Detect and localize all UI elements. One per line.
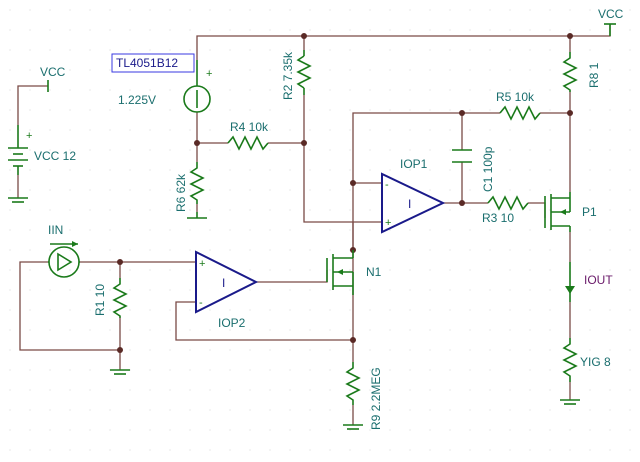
vcc-left-label: VCC <box>40 65 66 79</box>
resistor-yig[interactable]: YIG 8 <box>562 338 611 382</box>
ref-plus-sign: + <box>206 68 212 80</box>
vcc-top-terminal: VCC <box>598 7 624 36</box>
opamp-iop2[interactable]: I + - IOP2 <box>195 250 259 330</box>
battery-plus: + <box>26 130 32 142</box>
ref-voltage-label: 1.225V <box>118 93 156 107</box>
iop2-plus: + <box>199 258 205 270</box>
voltage-source-ref[interactable]: + <box>183 60 212 113</box>
r1-label: R1 10 <box>93 284 107 316</box>
resistor-r1[interactable]: R1 10 <box>93 278 128 318</box>
n1-label: N1 <box>366 265 382 279</box>
r4-label: R4 10k <box>230 120 269 134</box>
tl4051-label: TL4051B12 <box>116 56 178 70</box>
ground-r1 <box>110 369 130 375</box>
resistor-r4[interactable]: R4 10k <box>227 120 269 151</box>
wires <box>17 24 611 425</box>
background-grid <box>9 9 631 451</box>
iop1-minus: - <box>385 179 389 191</box>
c1-label: C1 100p <box>481 146 495 192</box>
transistor-n1[interactable]: N1 <box>326 250 382 295</box>
iop2-minus: - <box>199 297 203 309</box>
resistor-r5[interactable]: R5 10k <box>496 90 541 121</box>
iin-label: IIN <box>48 223 63 237</box>
current-probe-iout[interactable]: IOUT <box>565 262 613 302</box>
resistor-r6[interactable]: R6 62k <box>174 162 205 212</box>
yig-label: YIG 8 <box>580 355 611 369</box>
r2-label: R2 7.35k <box>281 51 295 100</box>
current-source-iin[interactable]: IIN <box>48 223 80 278</box>
tl4051-reference[interactable]: TL4051B12 1.225V <box>111 53 195 107</box>
opamp-iop1[interactable]: I - + IOP1 <box>381 157 446 234</box>
junction-dots <box>117 33 573 353</box>
r6-label: R6 62k <box>174 173 188 212</box>
r9-label: R9 2.2MEG <box>369 367 383 430</box>
ground-r6 <box>187 212 207 219</box>
transistor-p1[interactable]: P1 <box>544 192 597 232</box>
r3-label: R3 10 <box>482 211 514 225</box>
iop1-glyph: I <box>408 197 411 211</box>
ground-battery <box>8 197 28 203</box>
resistor-r2[interactable]: R2 7.35k <box>281 50 312 100</box>
vcc-source-label: VCC 12 <box>34 149 76 163</box>
iout-label: IOUT <box>584 273 613 287</box>
iop2-label: IOP2 <box>218 316 246 330</box>
r8-label: R8 1 <box>587 62 601 88</box>
vcc-top-label: VCC <box>598 7 624 21</box>
resistor-r3[interactable]: R3 10 <box>482 195 529 225</box>
battery-vcc[interactable]: VCC + VCC 12 <box>8 65 76 175</box>
r5-label: R5 10k <box>496 90 535 104</box>
resistor-r8[interactable]: R8 1 <box>562 52 601 92</box>
capacitor-c1[interactable]: C1 100p <box>452 146 495 192</box>
ground-yig <box>560 399 580 405</box>
iop1-plus: + <box>385 217 391 229</box>
p1-label: P1 <box>582 205 597 219</box>
ground-r9 <box>343 424 363 430</box>
iop1-label: IOP1 <box>400 157 428 171</box>
iop2-glyph: I <box>222 276 225 290</box>
resistor-r9[interactable]: R9 2.2MEG <box>345 362 383 430</box>
